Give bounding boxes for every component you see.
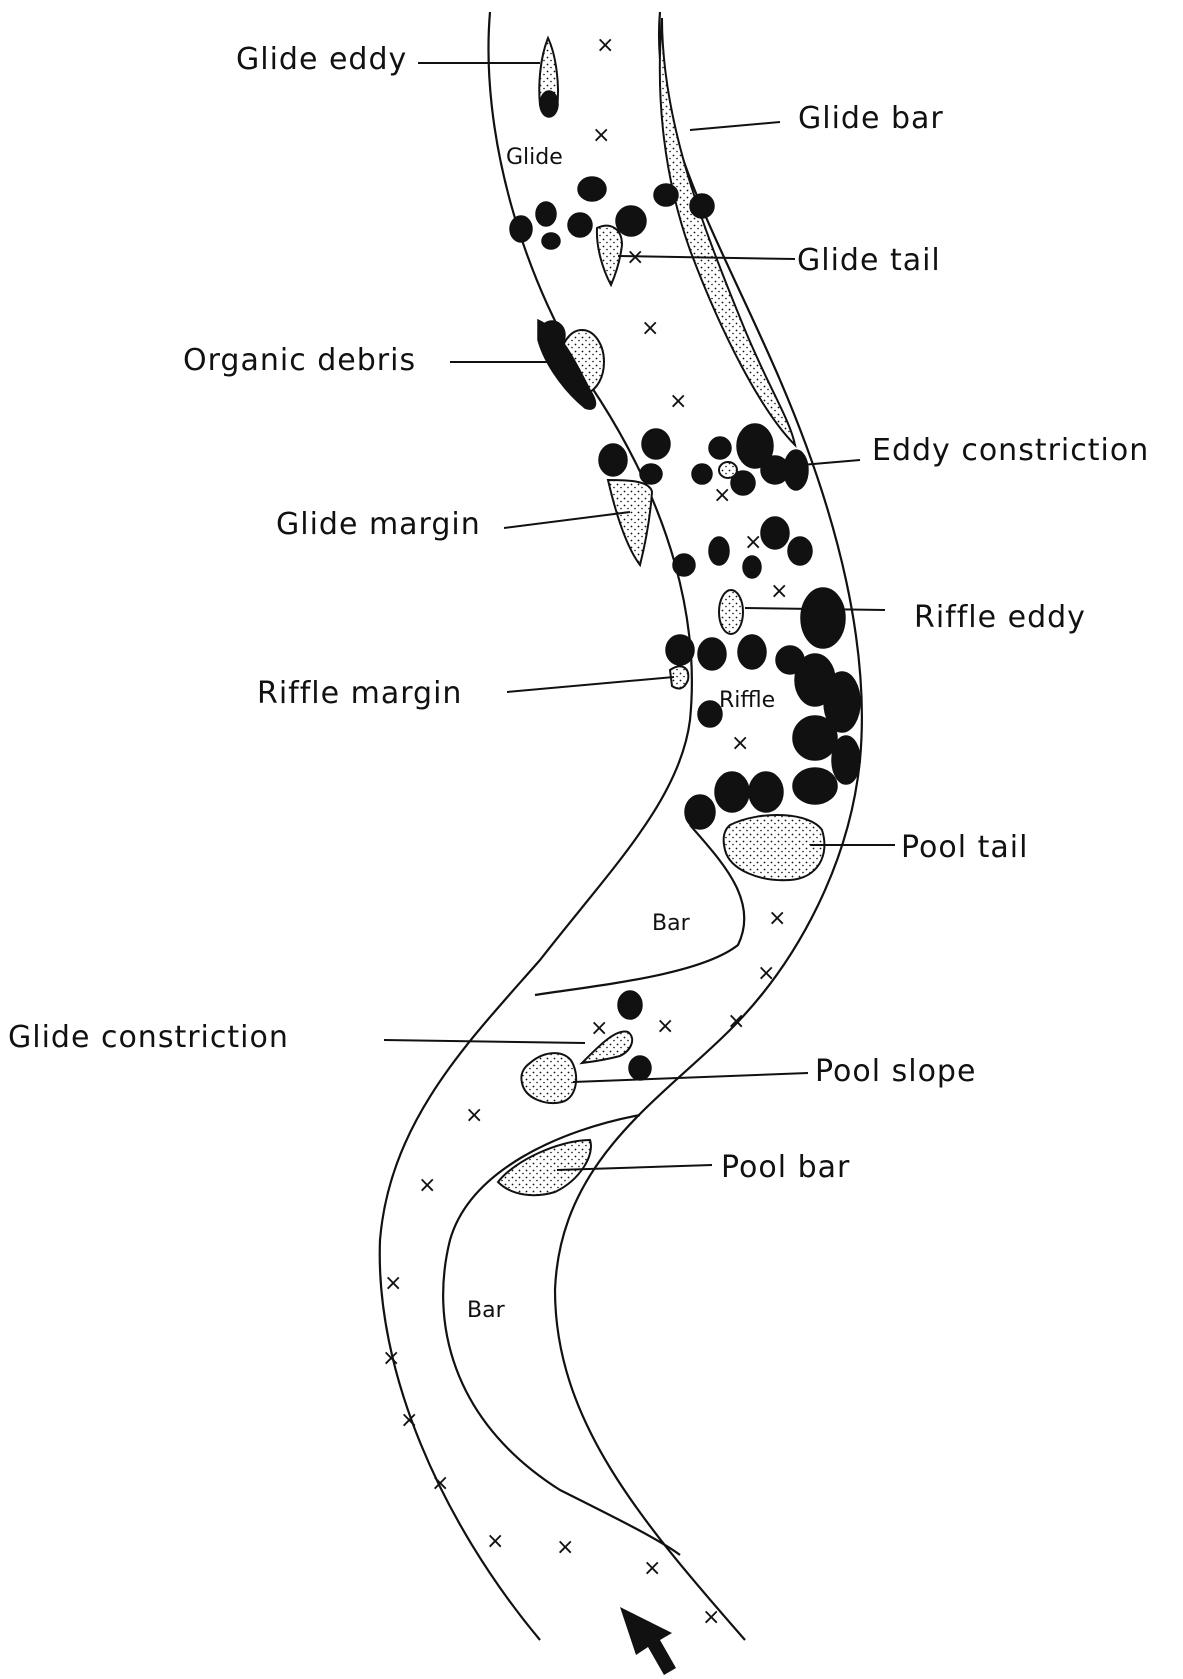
label-glide: Glide [506, 145, 563, 170]
arrow-up-left-icon [620, 1607, 676, 1675]
label-bar-lower: Bar [467, 1298, 506, 1323]
x-mark-icon: × [727, 1009, 745, 1034]
label-riffle-margin: Riffle margin [257, 676, 462, 711]
label-riffle: Riffle [719, 688, 775, 713]
x-mark-icon: × [713, 483, 731, 508]
label-pool-slope: Pool slope [815, 1054, 976, 1089]
x-mark-icon: × [757, 961, 775, 986]
pool-tail-shape [724, 815, 825, 880]
label-bar-upper: Bar [652, 911, 691, 936]
label-organic-debris: Organic debris [183, 343, 416, 378]
label-glide-tail: Glide tail [797, 243, 941, 278]
x-mark-icon: × [770, 579, 788, 604]
label-eddy-constriction: Eddy constriction [872, 433, 1149, 468]
x-mark-icon: × [626, 245, 644, 270]
pool-bar-shape [498, 1140, 591, 1195]
label-riffle-eddy: Riffle eddy [914, 600, 1086, 635]
x-mark-icon: × [382, 1346, 400, 1371]
label-glide-constriction: Glide constriction [8, 1020, 289, 1055]
x-mark-icon: × [596, 33, 614, 58]
label-pool-bar: Pool bar [721, 1150, 850, 1185]
upper-bar-outline [535, 825, 744, 995]
x-mark-icon: × [592, 123, 610, 148]
x-mark-icon: × [384, 1271, 402, 1296]
x-mark-icon: × [744, 530, 762, 555]
pool-slope-shape [521, 1053, 576, 1103]
riffle-eddy-shape [719, 590, 743, 634]
label-pool-tail: Pool tail [901, 830, 1028, 865]
x-mark-icon: × [400, 1408, 418, 1433]
x-mark-icon: × [731, 731, 749, 756]
x-mark-icon: × [643, 1556, 661, 1581]
x-mark-icon: × [431, 1471, 449, 1496]
x-mark-icon: × [669, 389, 687, 414]
x-mark-icon: × [590, 1016, 608, 1041]
x-mark-icon: × [556, 1535, 574, 1560]
glide-bar-shape [660, 18, 795, 445]
x-mark-icon: × [768, 906, 786, 931]
x-mark-icon: × [702, 1605, 720, 1630]
label-glide-eddy: Glide eddy [236, 42, 407, 77]
x-mark-icon: × [656, 1014, 674, 1039]
x-mark-icon: × [486, 1529, 504, 1554]
glide-margin-shape [608, 480, 652, 565]
riffle-rocks [666, 517, 860, 829]
label-glide-margin: Glide margin [276, 507, 481, 542]
label-glide-bar: Glide bar [798, 101, 944, 136]
x-mark-icon: × [418, 1173, 436, 1198]
organic-debris-shape [538, 320, 604, 409]
x-mark-icon: × [465, 1103, 483, 1128]
rock [540, 91, 558, 117]
x-mark-icon: × [641, 316, 659, 341]
